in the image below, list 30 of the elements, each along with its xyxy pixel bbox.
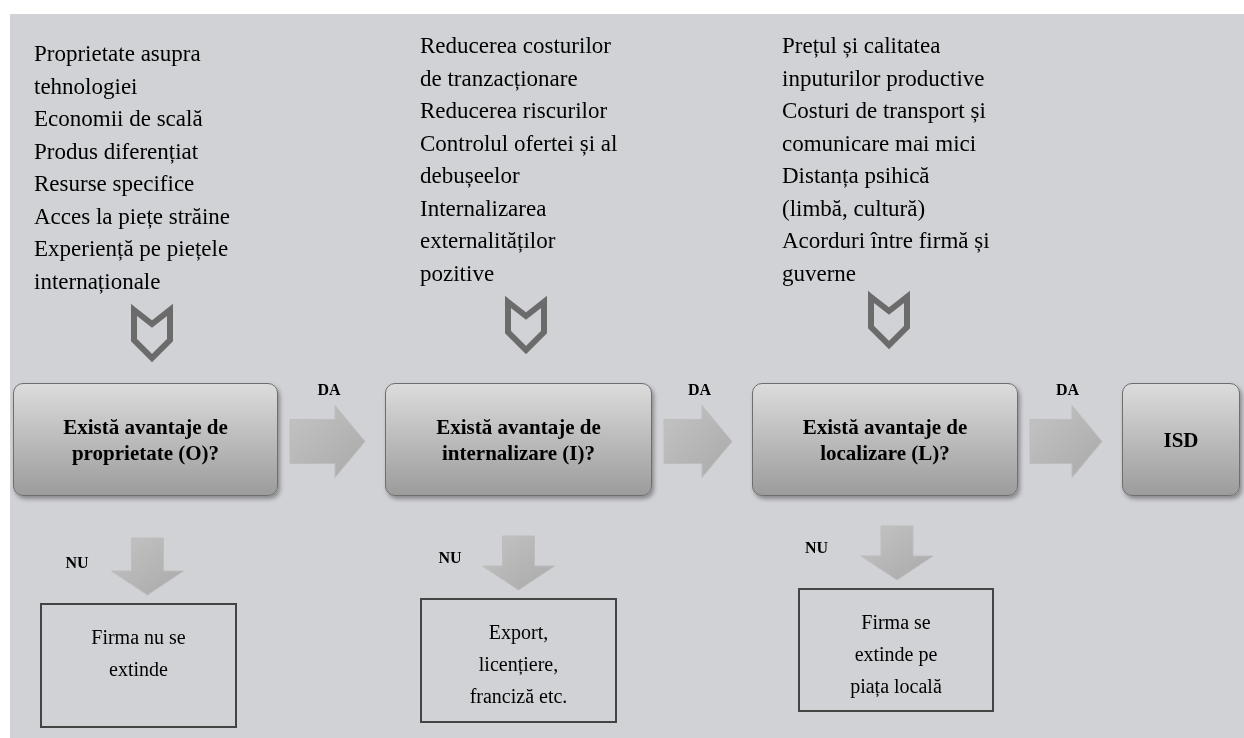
factor-text: Distanța psihică (limbă, cultură) [782, 162, 931, 223]
factor-text: Resurse specifice [34, 170, 195, 198]
chevron-arrow [505, 295, 547, 355]
factor-text: Acorduri între firmă și guverne [782, 227, 991, 288]
factor-text: Reducerea riscurilor [420, 97, 608, 125]
decision-box: Există avantaje de proprietate (O)? [13, 383, 278, 496]
factor-text: Experiență pe piețele internaționale [34, 235, 230, 296]
outcome-box: Firma se extinde pe piața locală [798, 588, 994, 712]
block-arrow [860, 525, 934, 581]
factor-text: Proprietate asupra tehnologiei [34, 40, 202, 101]
factor-text: Costuri de transport și comunicare mai mici [782, 97, 987, 158]
decision-box: Există avantaje de internalizare (I)? [385, 383, 652, 496]
factor-text: Acces la piețe străine [34, 202, 231, 231]
chevron-arrow [131, 303, 173, 363]
factor-text: Produs diferențiat [34, 137, 199, 166]
block-arrow [482, 535, 555, 591]
factor-text: Internalizarea externalităților pozitive [420, 194, 557, 288]
factor-text: Economii de scală [34, 105, 203, 133]
decision-box: Există avantaje de localizare (L)? [752, 383, 1018, 496]
factor-text: Prețul și calitatea inputurilor productive [782, 32, 986, 93]
decision-box: ISD [1122, 383, 1240, 496]
outcome-box: Export, licențiere, franciză etc. [420, 598, 617, 723]
block-arrow [663, 405, 733, 478]
block-arrow [111, 537, 184, 596]
block-arrow [289, 405, 366, 478]
outcome-box: Firma nu se extinde [40, 603, 237, 728]
factor-text: Reducerea costurilor de tranzacționare [420, 32, 612, 93]
chevron-arrow [868, 290, 910, 350]
block-arrow [1029, 405, 1103, 478]
factor-text: Controlul ofertei și al debușeelor [420, 129, 619, 190]
